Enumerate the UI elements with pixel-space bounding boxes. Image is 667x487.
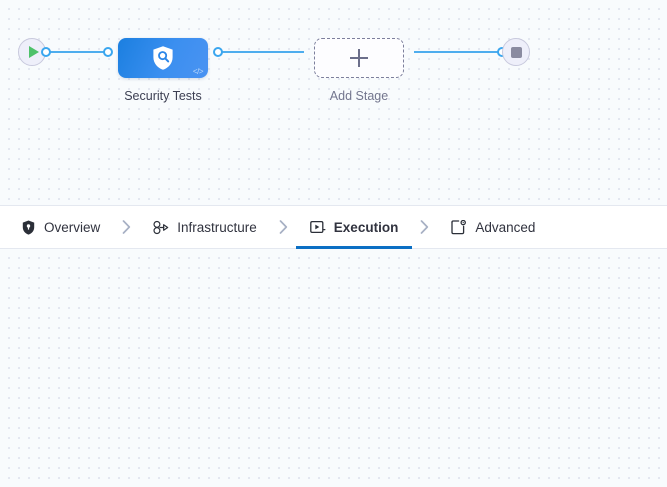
add-stage-box[interactable] xyxy=(314,38,404,78)
tab-execution[interactable]: Execution xyxy=(295,206,412,249)
tab-separator-2 xyxy=(263,206,304,248)
tab-separator-3 xyxy=(404,206,445,248)
tab-infrastructure-label: Infrastructure xyxy=(177,219,257,235)
tab-overview-label: Overview xyxy=(44,219,101,235)
plus-icon xyxy=(350,49,368,67)
tab-execution-label: Execution xyxy=(333,219,399,235)
tab-separator-1 xyxy=(106,206,147,248)
tab-advanced[interactable]: Advanced xyxy=(445,206,541,248)
play-icon xyxy=(28,46,39,58)
execution-canvas[interactable]: </> Snyk IaC Scan xyxy=(0,249,667,487)
shield-search-icon xyxy=(153,46,173,70)
chevron-right-icon xyxy=(420,220,429,234)
shield-icon xyxy=(20,219,36,235)
security-tests-box[interactable]: </> xyxy=(118,38,208,78)
play-box-icon xyxy=(309,219,326,235)
port-out-security-tests[interactable] xyxy=(213,47,223,57)
chevron-right-icon xyxy=(279,220,287,234)
pipeline-end-node[interactable] xyxy=(502,38,530,66)
end-node-circle[interactable] xyxy=(502,38,530,66)
tab-advanced-label: Advanced xyxy=(475,219,536,235)
port-in-security-tests[interactable] xyxy=(103,47,113,57)
connector-add-stage-to-end xyxy=(414,38,507,66)
add-stage-label: Add Stage xyxy=(329,89,389,103)
port-out-start[interactable] xyxy=(41,47,51,57)
pipeline-tab-bar: Overview Infrastructure xyxy=(0,205,667,249)
tab-overview[interactable]: Overview xyxy=(14,206,106,248)
tab-infrastructure[interactable]: Infrastructure xyxy=(147,206,263,248)
stage-canvas[interactable]: </> Security Tests Add Stage xyxy=(0,0,667,205)
connector-line xyxy=(218,51,304,53)
nodes-icon xyxy=(153,219,169,235)
add-stage-node[interactable]: Add Stage xyxy=(304,38,414,104)
connector-line xyxy=(414,51,502,53)
stop-icon xyxy=(510,46,522,58)
code-marker: </> xyxy=(192,67,204,76)
connector-start-to-security-tests xyxy=(41,38,113,66)
security-tests-label: Security Tests xyxy=(124,89,202,103)
connector-security-tests-to-add-stage xyxy=(213,38,304,66)
stage-node-security-tests[interactable]: </> Security Tests xyxy=(108,38,218,104)
chevron-right-icon xyxy=(122,220,131,234)
settings-box-icon xyxy=(451,219,467,235)
connector-line xyxy=(46,51,108,53)
stage-row: </> Security Tests Add Stage xyxy=(0,38,667,104)
